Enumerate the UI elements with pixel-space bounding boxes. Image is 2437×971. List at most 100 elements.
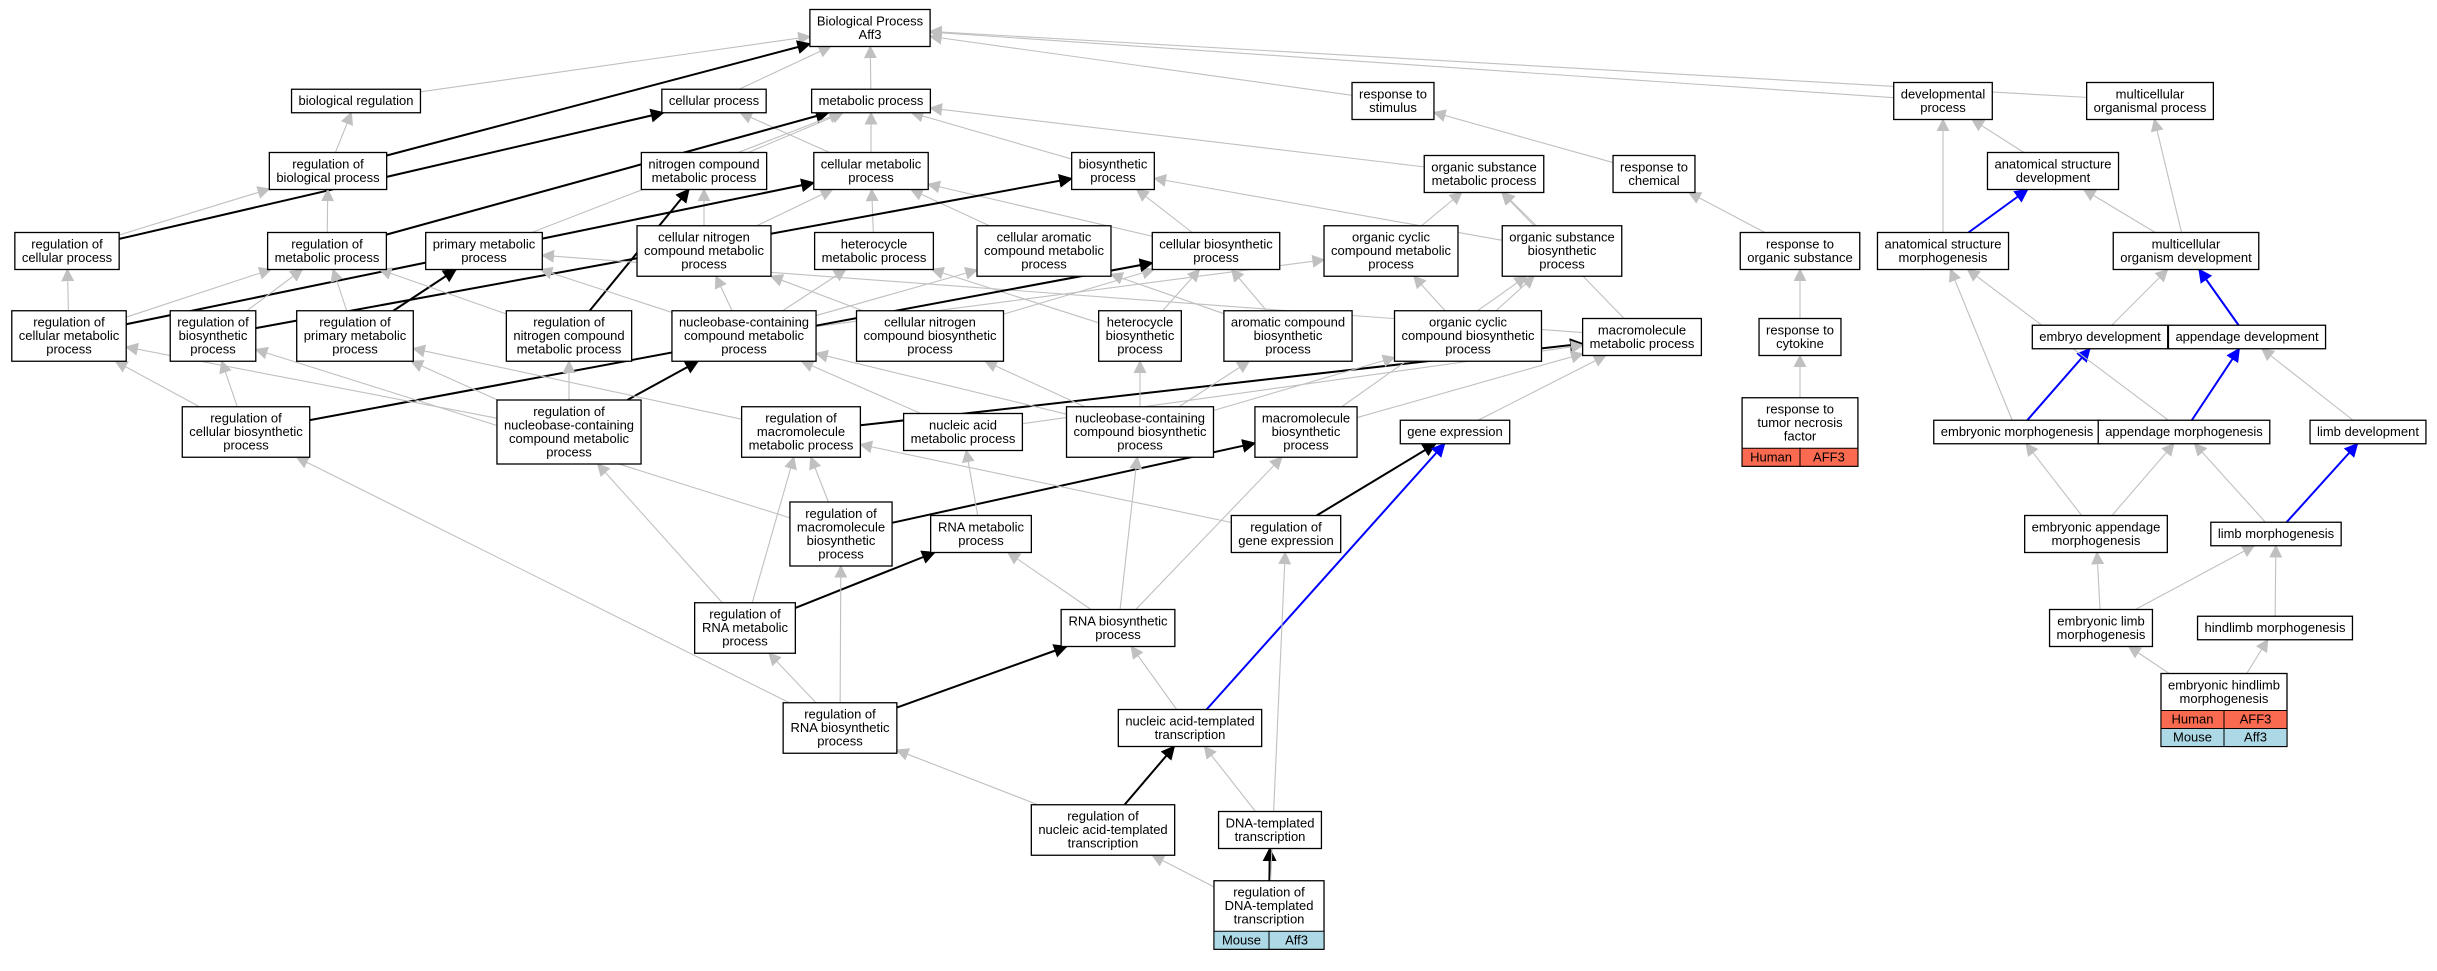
is-a-edge — [928, 31, 1353, 96]
go-term-box — [1098, 310, 1182, 362]
go-term-box — [813, 231, 935, 271]
is-a-edge — [961, 449, 979, 516]
is-a-edge — [114, 360, 200, 408]
is-a-edge — [1123, 745, 1176, 806]
go-term-label: RNA biosynthetic — [791, 720, 890, 735]
go-term-node[interactable]: cellular process — [661, 88, 767, 114]
go-term-label: process — [1920, 100, 1966, 115]
go-term-label: compound metabolic — [1331, 243, 1451, 258]
go-term-box — [789, 501, 893, 567]
is-a-edge — [1967, 188, 2029, 234]
go-term-node[interactable]: gene expression — [1399, 419, 1511, 445]
go-term-node[interactable]: hindlimb morphogenesis — [2196, 615, 2354, 641]
go-term-label: nitrogen compound — [513, 328, 624, 343]
go-term-node[interactable]: appendage development — [2167, 324, 2327, 350]
go-term-node[interactable]: metabolic process — [810, 88, 932, 114]
go-term-node[interactable]: limb morphogenesis — [2210, 521, 2342, 547]
go-term-label: biological regulation — [299, 93, 414, 108]
go-term-label: process — [1095, 627, 1141, 642]
is-a-edge — [2246, 638, 2269, 674]
go-term-box — [1399, 419, 1511, 445]
is-a-edge — [330, 268, 348, 311]
go-term-node[interactable]: appendage morphogenesis — [2097, 419, 2271, 445]
is-a-edge — [739, 111, 830, 154]
go-term-label: RNA metabolic — [702, 620, 788, 635]
go-term-box — [2024, 514, 2168, 554]
species-label: Human — [2172, 712, 2214, 727]
go-term-label: regulation of — [177, 315, 249, 330]
go-term-box — [782, 702, 898, 754]
go-term-label: response to — [1359, 86, 1427, 101]
go-term-node[interactable]: regulation ofDNA-templatedtranscriptionM… — [1213, 880, 1325, 950]
go-term-box — [694, 602, 796, 654]
go-term-label: appendage morphogenesis — [2105, 424, 2263, 439]
go-term-node[interactable]: embryonic morphogenesis — [1933, 419, 2101, 445]
go-term-label: biosynthetic — [179, 328, 248, 343]
gene-symbol: AFF3 — [1813, 449, 1845, 464]
go-term-label: development — [2016, 170, 2091, 185]
go-term-node[interactable]: regulation ofnucleobase-containingcompou… — [496, 399, 642, 465]
go-term-label: metabolic process — [1590, 336, 1695, 351]
go-term-label: metabolic process — [275, 250, 380, 265]
go-term-label: embryonic morphogenesis — [1941, 424, 2094, 439]
go-term-node[interactable]: regulation ofmacromoleculebiosyntheticpr… — [789, 501, 893, 567]
go-term-node[interactable]: biological regulation — [290, 88, 422, 114]
go-term-node[interactable]: limb development — [2309, 419, 2427, 445]
go-term-node[interactable]: embryo development — [2031, 324, 2169, 350]
is-a-edge — [2193, 442, 2266, 523]
is-a-edge — [2025, 442, 2083, 516]
is-a-edge — [412, 344, 742, 420]
